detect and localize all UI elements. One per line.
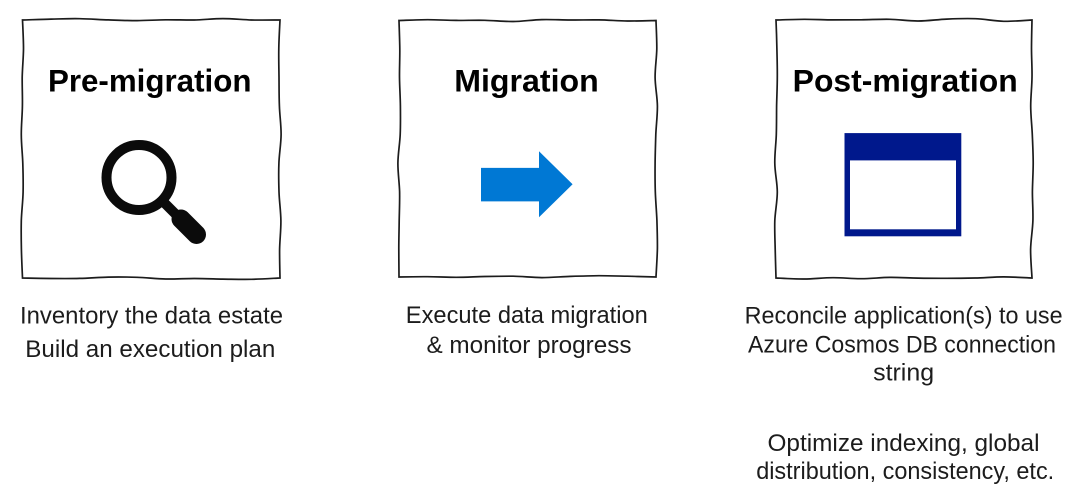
svg-text:Optimize indexing, global: Optimize indexing, global (768, 430, 1040, 457)
svg-text:Pre-migration: Pre-migration (48, 63, 252, 99)
svg-text:string: string (873, 359, 934, 386)
svg-text:Migration: Migration (454, 63, 599, 99)
svg-text:Execute data migration: Execute data migration (406, 302, 648, 329)
svg-text:Reconcile application(s) to us: Reconcile application(s) to use (745, 302, 1063, 329)
svg-text:Azure Cosmos DB connection: Azure Cosmos DB connection (748, 332, 1056, 359)
svg-text:Inventory the data estate: Inventory the data estate (20, 303, 283, 330)
svg-text:Build an execution plan: Build an execution plan (25, 336, 275, 363)
svg-text:& monitor progress: & monitor progress (427, 332, 632, 359)
svg-text:Post-migration: Post-migration (793, 63, 1018, 99)
svg-text:distribution, consistency, etc: distribution, consistency, etc. (756, 458, 1054, 485)
